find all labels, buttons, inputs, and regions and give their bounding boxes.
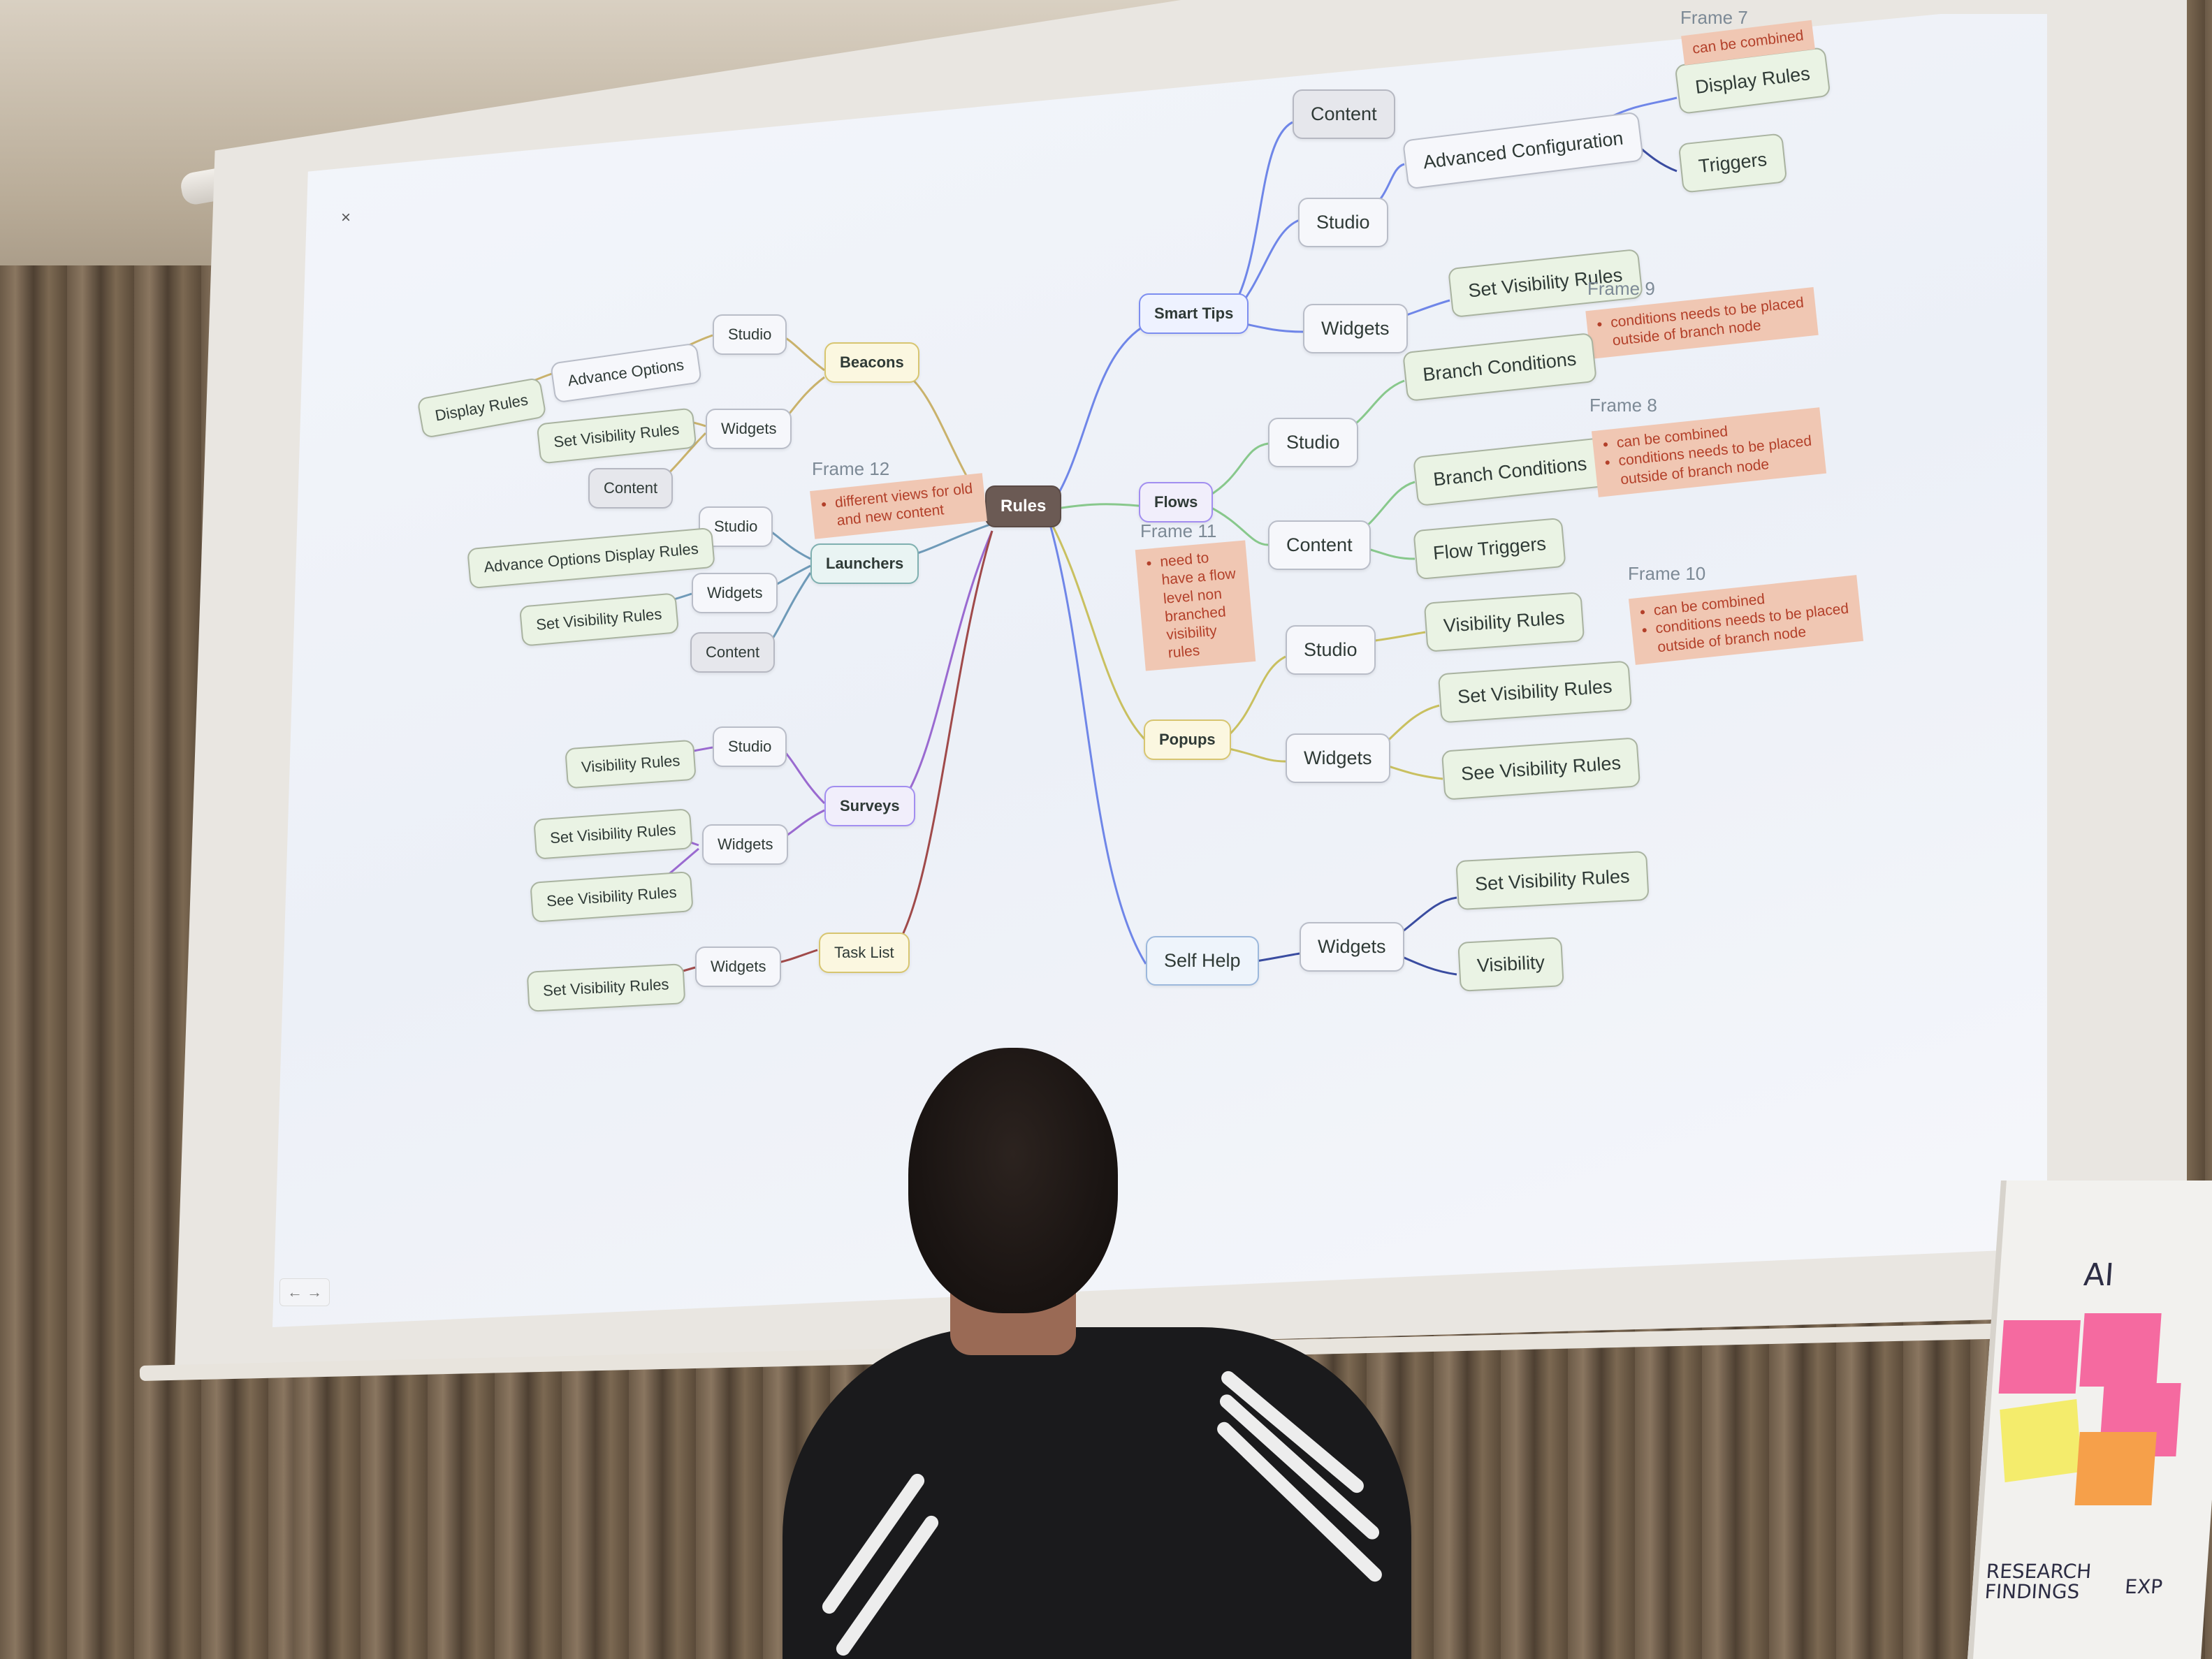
node-surveys-studio[interactable]: Studio <box>713 726 787 767</box>
frame-7-label: Frame 7 <box>1680 7 1748 28</box>
link-root-popups <box>1047 516 1147 742</box>
frame-12-label: Frame 12 <box>812 458 890 479</box>
node-beacons-widgets[interactable]: Widgets <box>706 409 792 449</box>
slide-nav-arrows[interactable]: ← → <box>279 1278 330 1306</box>
node-popups-widgets[interactable]: Widgets <box>1286 733 1390 783</box>
node-smart-tips-content[interactable]: Content <box>1293 89 1395 139</box>
person-head <box>908 1048 1118 1313</box>
node-smart-tips-widgets[interactable]: Widgets <box>1303 304 1408 353</box>
node-popups-studio[interactable]: Studio <box>1286 625 1376 675</box>
node-smart-tips-studio[interactable]: Studio <box>1298 198 1388 247</box>
flipchart-title: AI <box>2082 1257 2116 1293</box>
link-root-selfhelp <box>1047 516 1147 965</box>
node-launchers-widgets[interactable]: Widgets <box>692 573 778 613</box>
node-beacons[interactable]: Beacons <box>824 342 919 383</box>
frame-9-label: Frame 9 <box>1587 278 1655 299</box>
node-self-help-widgets[interactable]: Widgets <box>1300 922 1404 972</box>
node-beacons-studio[interactable]: Studio <box>713 314 787 355</box>
link-root-surveys <box>900 530 994 804</box>
flipchart-research-findings: RESEARCH FINDINGS <box>1984 1560 2093 1604</box>
projected-slide <box>272 14 2047 1327</box>
sticky-note-yellow-1 <box>2000 1398 2082 1483</box>
node-smart-tips[interactable]: Smart Tips <box>1139 293 1249 334</box>
node-rules-root[interactable]: Rules <box>985 485 1062 527</box>
frame-11-note-item: need to have a flow level non branched v… <box>1159 547 1245 663</box>
node-surveys-widgets[interactable]: Widgets <box>702 824 789 865</box>
link-root-smarttips <box>1047 320 1154 511</box>
close-icon[interactable]: × <box>341 208 351 227</box>
node-launchers-content[interactable]: Content <box>690 632 776 673</box>
frame-12-note-item: different views for old and new content <box>834 480 977 531</box>
node-flows[interactable]: Flows <box>1139 482 1214 522</box>
node-task-list[interactable]: Task List <box>819 933 910 973</box>
frame-11-note: need to have a flow level non branched v… <box>1135 540 1256 671</box>
link-root-flows <box>1047 503 1147 511</box>
node-beacons-content[interactable]: Content <box>588 468 674 509</box>
node-surveys[interactable]: Surveys <box>824 786 915 826</box>
frame-8-label: Frame 8 <box>1589 395 1657 416</box>
sticky-note-orange-1 <box>2074 1432 2157 1505</box>
node-flows-content[interactable]: Content <box>1268 520 1371 570</box>
node-launchers[interactable]: Launchers <box>810 543 919 584</box>
person-hoodie <box>783 1327 1411 1659</box>
frame-11-label: Frame 11 <box>1140 520 1217 541</box>
node-self-help[interactable]: Self Help <box>1146 936 1259 986</box>
node-popups[interactable]: Popups <box>1144 719 1231 760</box>
flipchart-board: AI RESEARCH FINDINGS EXP <box>1967 1181 2212 1659</box>
sticky-note-pink-2 <box>2079 1313 2162 1387</box>
frame-10-label: Frame 10 <box>1628 563 1706 584</box>
link-root-tasklist <box>893 530 994 951</box>
node-self-help-visibility[interactable]: Visibility <box>1457 937 1564 992</box>
node-task-list-widgets[interactable]: Widgets <box>695 947 782 987</box>
node-self-help-set-visibility-rules[interactable]: Set Visibility Rules <box>1455 850 1650 911</box>
sticky-note-pink-1 <box>1998 1320 2081 1394</box>
flipchart-label-exp: EXP <box>2124 1575 2164 1598</box>
node-task-list-set-visibility-rules[interactable]: Set Visibility Rules <box>526 963 685 1012</box>
node-flows-studio[interactable]: Studio <box>1268 418 1358 467</box>
